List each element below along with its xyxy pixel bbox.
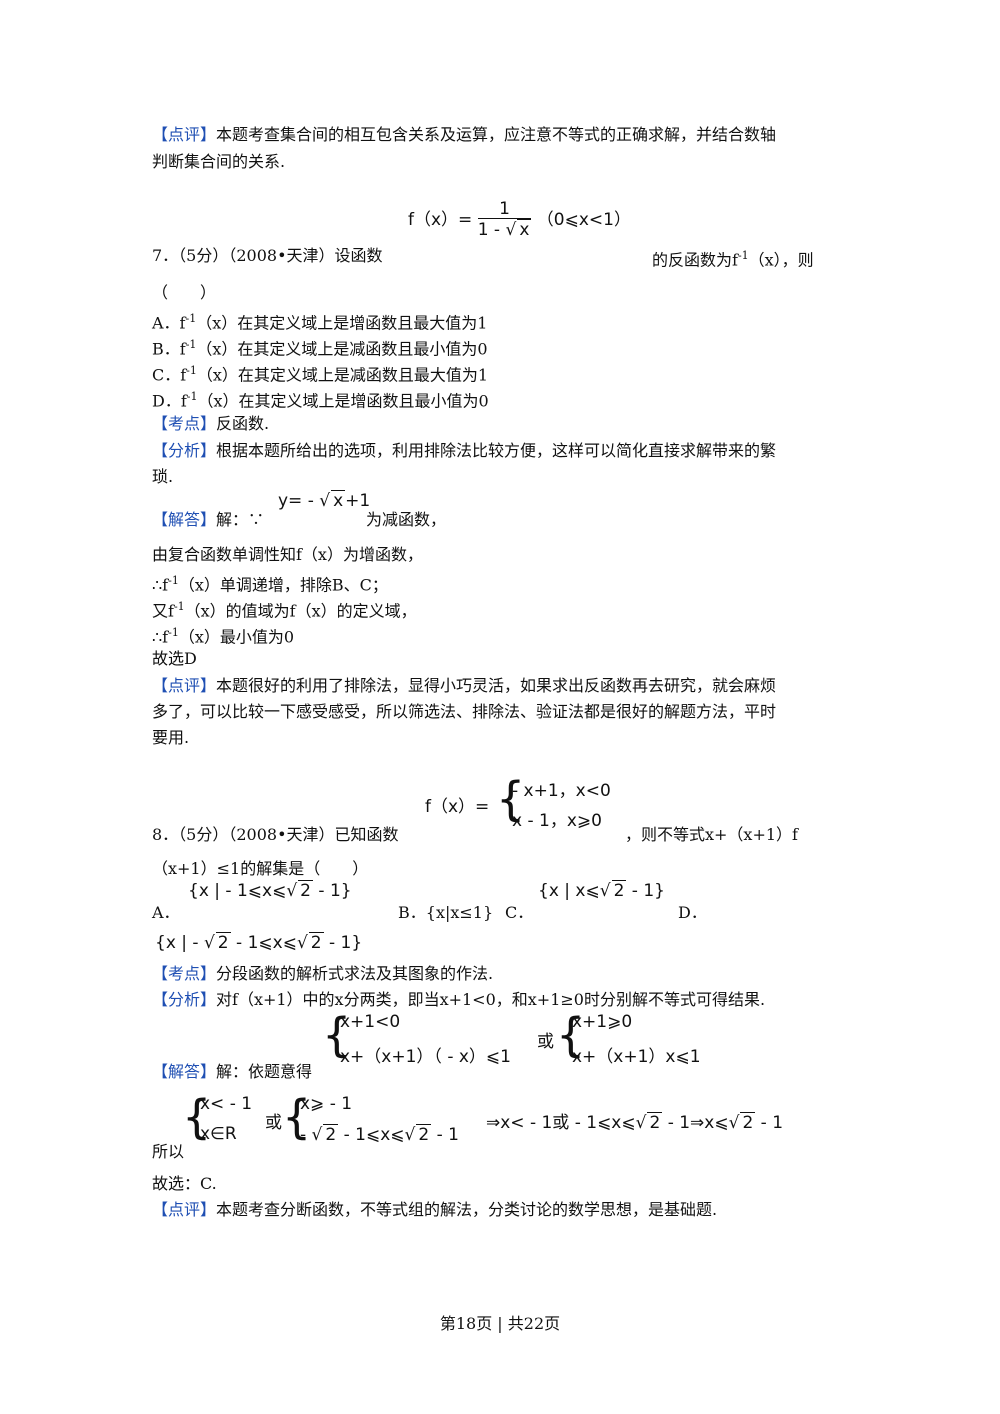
q7-jieda-post: 为减函数， (366, 510, 447, 529)
q8-option-a: A． (152, 903, 180, 922)
system-line: x+（x+1）x⩽1 (572, 1047, 701, 1067)
sqrt-symbol: √ (505, 220, 517, 240)
q7-kaodian: 【考点】反函数. (152, 414, 270, 433)
q7-dianping: 【点评】本题很好的利用了排除法，显得小巧灵活，如果求出反函数再去研究，就会麻烦 (152, 676, 777, 695)
q7-stem-right: 的反函数为f-1（x），则 (652, 249, 814, 270)
q7-option-a: A．f-1（x）在其定义域上是增函数且最大值为1 (152, 312, 488, 333)
brace-symbol: { (496, 772, 526, 826)
or-text: 或 (265, 1113, 282, 1133)
result-line: ⇒x< - 1或 - 1⩽x⩽√2 - 1⇒x⩽√2 - 1 (486, 1112, 784, 1133)
q8-fenxi: 【分析】对f（x+1）中的x分两类，即当x+1<0，和x+1≥0时分别解不等式可… (152, 990, 766, 1009)
q7-jieda: 【解答】解：∵ (152, 510, 265, 529)
q8-option-d: D． (678, 903, 707, 922)
q7-option-b: B．f-1（x）在其定义域上是减函数且最小值为0 (152, 338, 488, 359)
q7-option-c: C．f-1（x）在其定义域上是减函数且最大值为1 (152, 364, 489, 385)
q8-suoyi: 所以 (152, 1142, 185, 1161)
q8-option-b: B．{x|x≤1} (398, 903, 494, 922)
tag-label: 【点评】 (152, 125, 217, 144)
review-line: 【点评】本题考查集合间的相互包含关系及运算，应注意不等式的正确求解，并结合数轴 (152, 125, 777, 144)
system-line: x⩾ - 1 (300, 1094, 353, 1114)
q8-option-d-math: {x | - √2 - 1⩽x⩽√2 - 1} (155, 932, 363, 953)
system-line: x< - 1 (200, 1094, 253, 1114)
brace-symbol: { (182, 1090, 212, 1144)
q8-option-c: C． (505, 903, 534, 922)
q7-dianping-cont: 多了，可以比较一下感受感受，所以筛选法、排除法、验证法都是很好的解题方法，平时 (152, 702, 777, 721)
q7-fenxi: 【分析】根据本题所给出的选项，利用排除法比较方便，这样可以简化直接求解带来的繁 (152, 441, 777, 460)
q7-option-d: D．f-1（x）在其定义域上是增函数且最小值为0 (152, 390, 489, 411)
q7-step: 又f-1（x）的值域为f（x）的定义域， (152, 600, 417, 621)
q7-paren: （ ） (152, 283, 217, 302)
system-line: x∈R (200, 1124, 237, 1144)
system-line: x+1⩾0 (572, 1012, 633, 1032)
q8-piece: x - 1，x⩾0 (512, 811, 602, 831)
q8-stem: 8．（5分）（2008•天津）已知函数 (152, 825, 399, 844)
q7-jieda-formula: y= - √x+1 (278, 490, 371, 511)
q8-stem: （x+1）≤1的解集是（ ） (152, 859, 369, 878)
or-text: 或 (537, 1032, 554, 1052)
brace-symbol: { (556, 1008, 586, 1062)
brace-symbol: { (282, 1090, 312, 1144)
brace-symbol: { (322, 1008, 352, 1062)
q8-dianping: 【点评】本题考查分断函数，不等式组的解法，分类讨论的数学思想，是基础题. (152, 1200, 718, 1219)
system-line: - √2 - 1⩽x⩽√2 - 1 (300, 1124, 459, 1145)
system-line: x+（x+1）（ - x）⩽1 (340, 1047, 511, 1067)
q7-step: ∴f-1（x）单调递增，排除B、C； (152, 574, 388, 595)
q7-step: 由复合函数单调性知f（x）为增函数， (152, 545, 423, 564)
q8-kaodian: 【考点】分段函数的解析式求法及其图象的作法. (152, 964, 494, 983)
page-footer: 第18页 | 共22页 (439, 1314, 561, 1333)
q8-option-c-math: {x | x⩽√2 - 1} (538, 880, 665, 901)
q8-answer: 故选：C. (152, 1174, 217, 1193)
q7-dianping-cont: 要用. (152, 728, 190, 747)
q8-function-lhs: f（x）= (425, 797, 490, 817)
review-line: 判断集合间的关系. (152, 152, 286, 171)
q7-step: ∴f-1（x）最小值为0 (152, 626, 295, 647)
q7-stem: 7．（5分）（2008•天津）设函数 (152, 246, 383, 265)
q8-jieda: 【解答】解：依题意得 (152, 1062, 313, 1081)
q7-answer: 故选D (152, 649, 197, 668)
q7-fenxi-cont: 琐. (152, 467, 174, 486)
q8-piece: - x+1，x<0 (512, 781, 611, 801)
q8-stem-right: ，则不等式x+（x+1）f (625, 825, 798, 844)
q8-option-a-math: {x | - 1⩽x⩽√2 - 1} (188, 880, 352, 901)
system-line: x+1<0 (340, 1012, 401, 1032)
